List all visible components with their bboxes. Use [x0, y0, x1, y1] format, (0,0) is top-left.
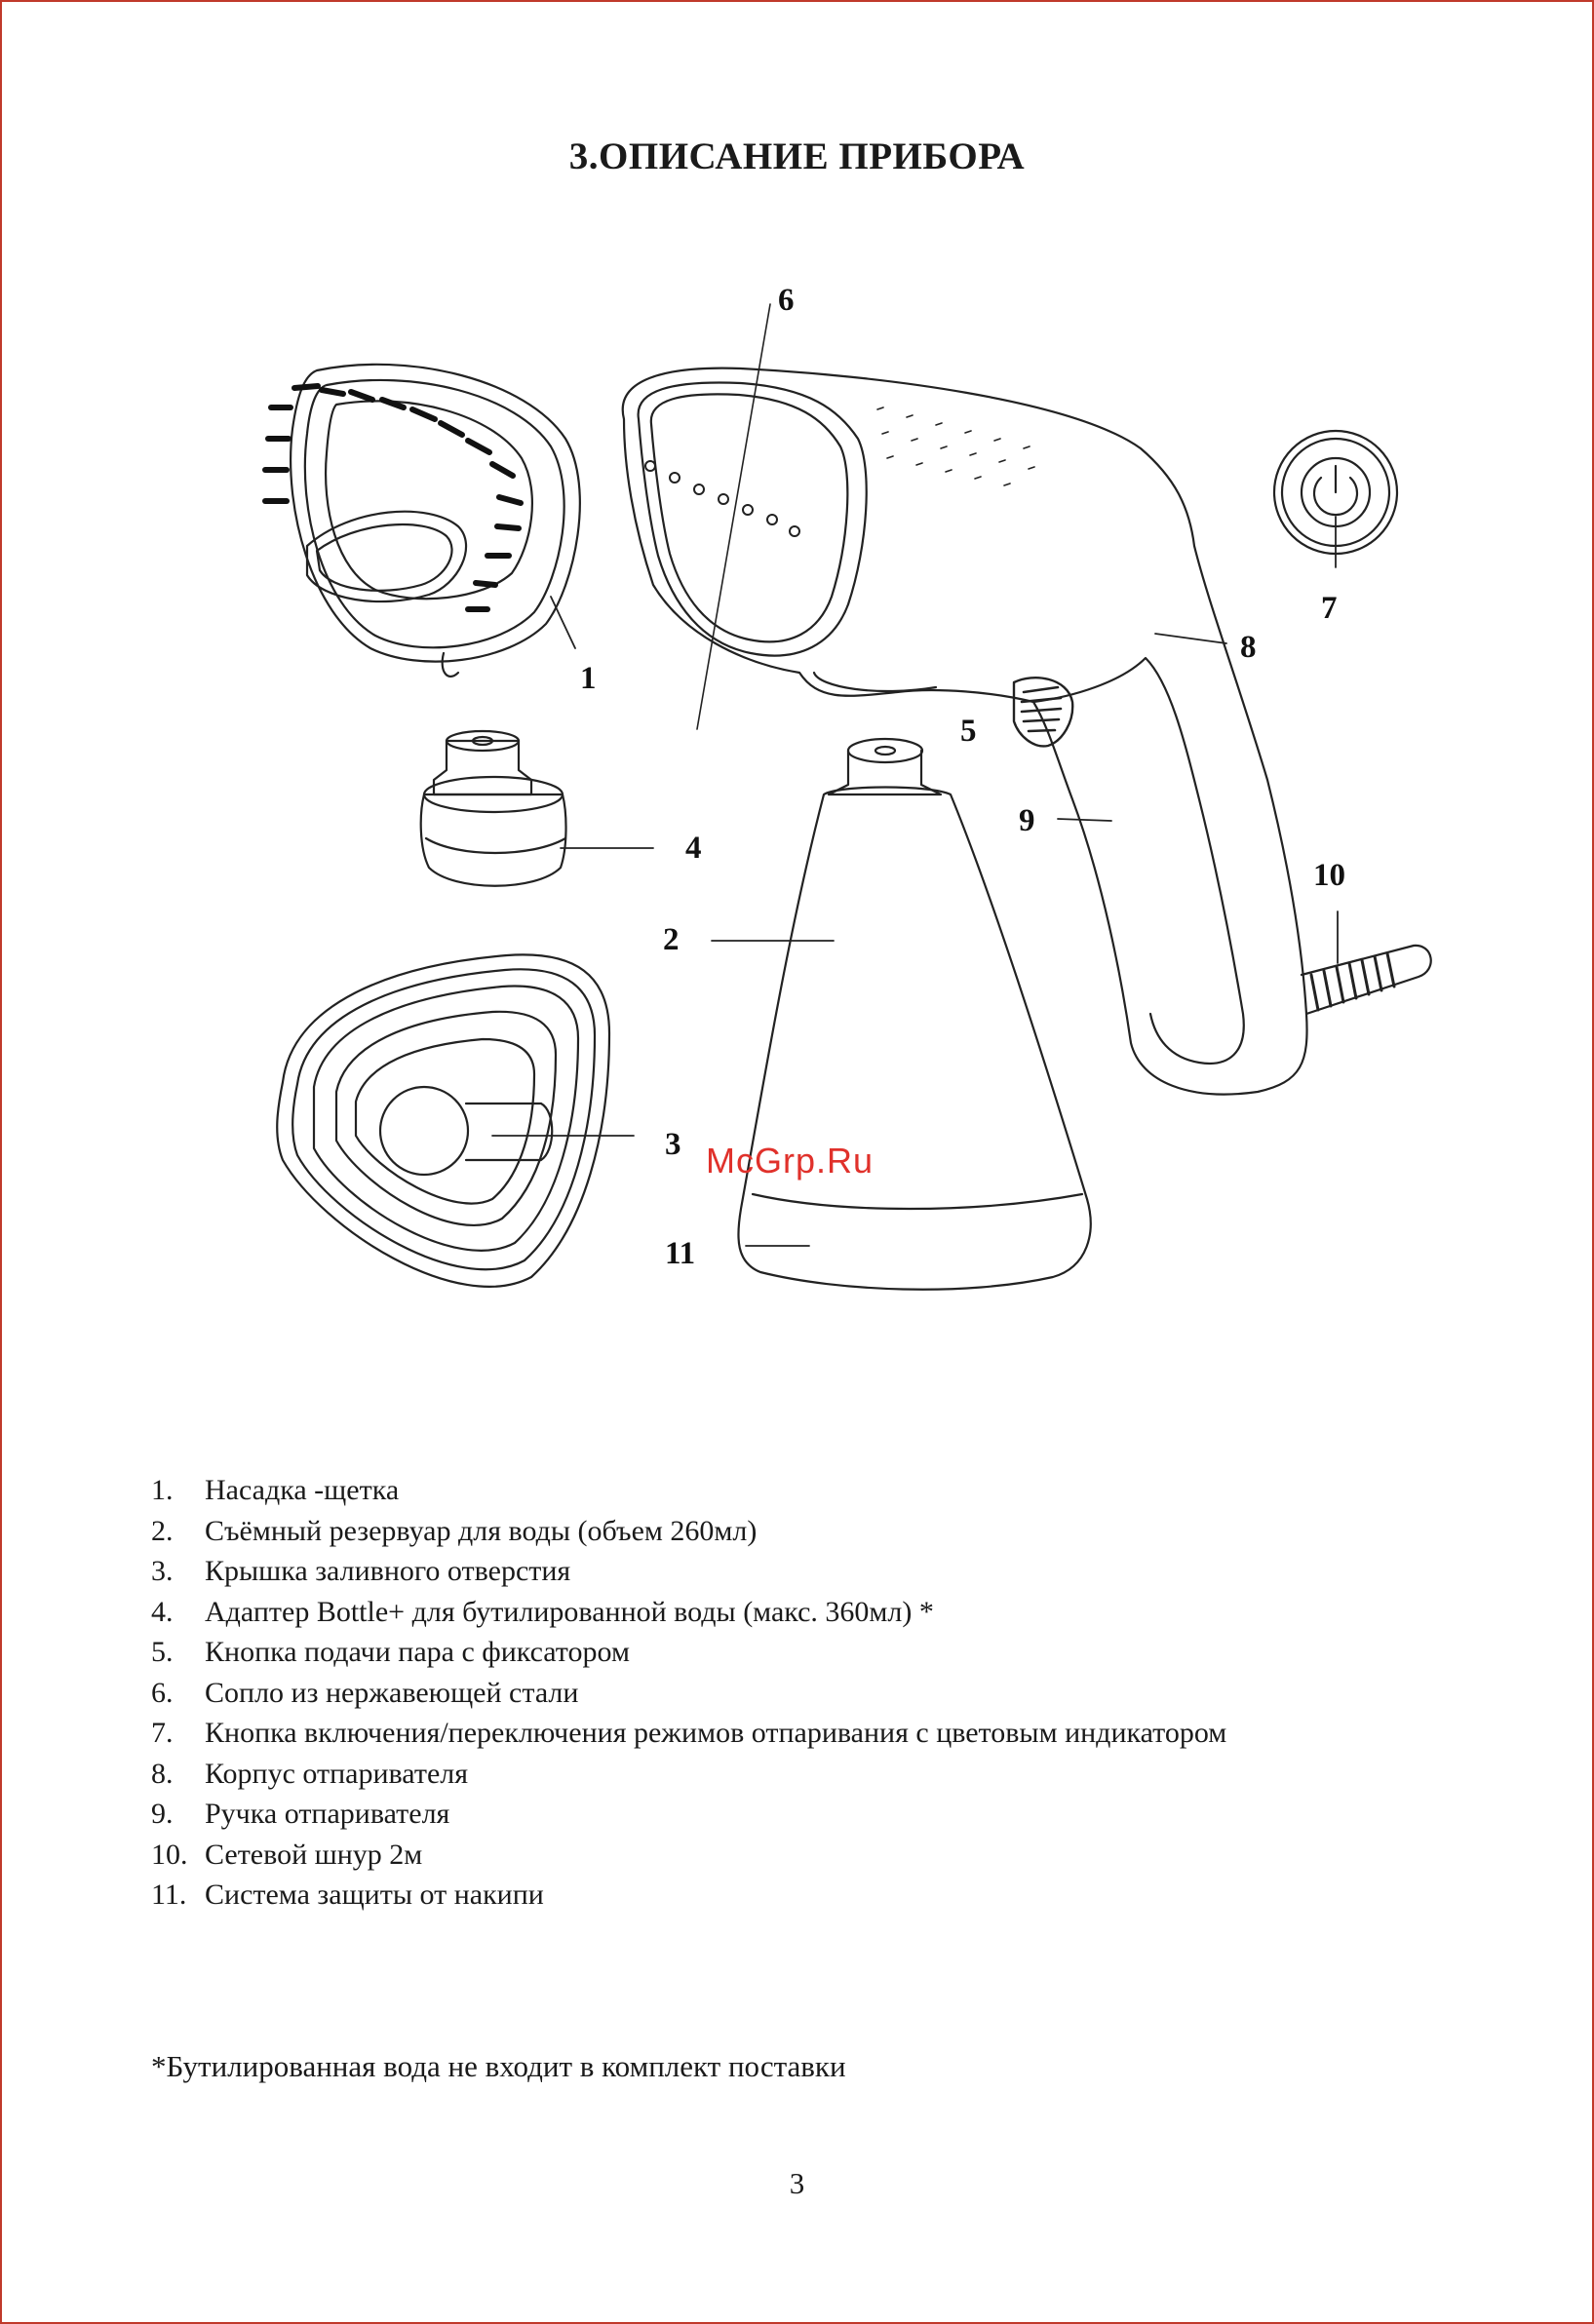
list-item-text: Корпус отпаривателя	[205, 1757, 469, 1790]
list-item: 2. Съёмный резервуар для воды (объем 260м…	[151, 1511, 1226, 1552]
watermark: McGrp.Ru	[706, 1141, 875, 1181]
power-button-detail	[1272, 429, 1399, 568]
list-item-text: Сетевой шнур 2м	[205, 1838, 423, 1871]
label-10: 10	[1313, 858, 1345, 893]
label-4: 4	[685, 831, 702, 866]
steamer-diagram: 1 2 3 4 5 6 7 8 9 10 11	[262, 283, 1432, 1291]
list-item-text: Система защиты от накипи	[205, 1879, 544, 1911]
label-3: 3	[665, 1127, 681, 1162]
list-item-text: Ручка отпаривателя	[205, 1798, 450, 1830]
list-item-number: 7.	[151, 1717, 174, 1749]
page-title: 3.ОПИСАНИЕ ПРИБОРА	[568, 136, 1026, 177]
page-number: 3	[789, 2166, 805, 2200]
list-item-number: 5.	[151, 1636, 174, 1668]
list-item-number: 11.	[151, 1879, 187, 1911]
list-item-number: 3.	[151, 1555, 174, 1587]
water-tank	[711, 737, 1092, 1291]
steamer-body	[621, 303, 1308, 1096]
power-cord	[1300, 910, 1432, 1016]
list-item-text: Сопло из нержавеющей стали	[205, 1676, 579, 1709]
label-7: 7	[1321, 591, 1338, 626]
label-9: 9	[1019, 803, 1035, 838]
list-item-number: 4.	[151, 1595, 174, 1628]
filler-cap	[276, 953, 635, 1288]
list-item: 5. Кнопка подачи пара с фиксатором	[151, 1632, 1226, 1673]
list-item-text: Съёмный резервуар для воды (объем 260мл)	[205, 1514, 758, 1547]
footnote: *Бутилированная вода не входит в комплек…	[151, 2049, 846, 2083]
label-1: 1	[580, 661, 597, 696]
parts-list: 1. Насадка -щетка 2. Съёмный резервуар для…	[151, 1470, 1226, 1916]
list-item-text: Крышка заливного отверстия	[205, 1555, 571, 1587]
list-item: 7. Кнопка включения/переключения режимов …	[151, 1713, 1226, 1754]
label-5: 5	[960, 714, 977, 749]
label-8: 8	[1240, 630, 1257, 665]
list-item-number: 2.	[151, 1514, 174, 1547]
list-item: 1. Насадка -щетка	[151, 1470, 1226, 1511]
list-item-text: Адаптер Bottle+ для бутилированной воды …	[205, 1595, 934, 1628]
list-item: 6. Сопло из нержавеющей стали	[151, 1673, 1226, 1714]
list-item-number: 10.	[151, 1838, 188, 1871]
label-6: 6	[778, 283, 795, 318]
list-item: 4. Адаптер Bottle+ для бутилированной вод…	[151, 1592, 1226, 1633]
list-item-number: 8.	[151, 1757, 174, 1790]
list-item: 10. Сетевой шнур 2м	[151, 1835, 1226, 1876]
list-item: 11. Система защиты от накипи	[151, 1875, 1226, 1916]
list-item-number: 9.	[151, 1798, 174, 1830]
label-2: 2	[663, 922, 680, 957]
list-item-text: Кнопка включения/переключения режимов от…	[205, 1717, 1227, 1749]
list-item-number: 6.	[151, 1676, 174, 1709]
brush-attachment	[262, 363, 581, 678]
list-item-text: Насадка -щетка	[205, 1474, 400, 1506]
list-item: 8. Корпус отпаривателя	[151, 1754, 1226, 1795]
label-11: 11	[665, 1236, 695, 1271]
list-item-text: Кнопка подачи пара с фиксатором	[205, 1636, 630, 1668]
bottle-adapter	[419, 729, 654, 887]
list-item: 9. Ручка отпаривателя	[151, 1794, 1226, 1835]
list-item: 3. Крышка заливного отверстия	[151, 1551, 1226, 1592]
list-item-number: 1.	[151, 1474, 174, 1506]
